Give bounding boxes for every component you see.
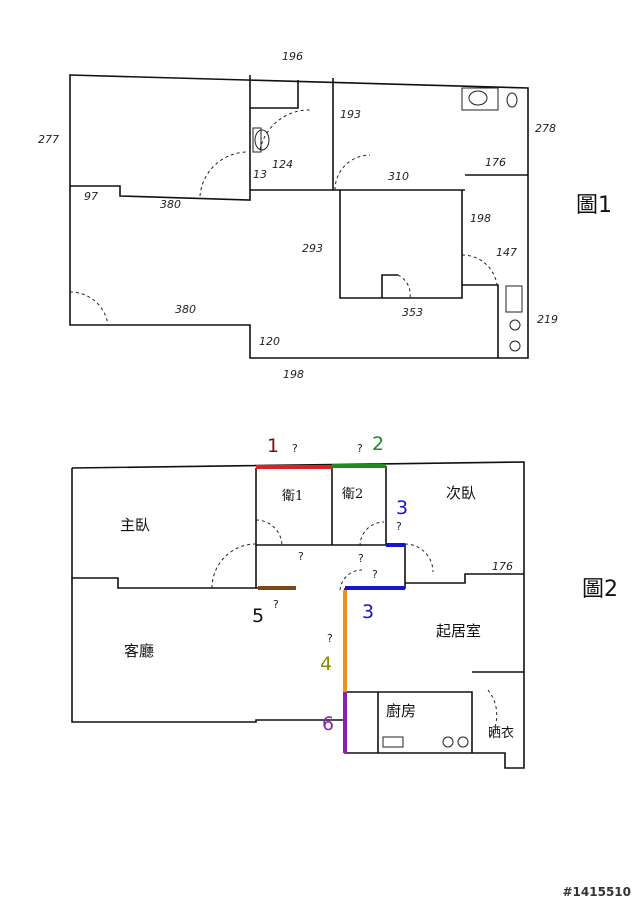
dim-bath-inner: 193: [340, 108, 361, 121]
fig1-door-6: [397, 274, 411, 299]
unknown-mark-7: ?: [273, 598, 279, 611]
marker-label-2: 2: [372, 433, 384, 455]
dim-fig2-right-top: 176: [492, 560, 513, 573]
unknown-mark-3: ?: [396, 520, 402, 533]
unknown-mark-2: ?: [357, 442, 363, 455]
fig2-door-second: [404, 543, 434, 573]
fig1-stove-icon: [505, 285, 523, 352]
room-kitchen: 廚房: [386, 702, 416, 720]
dim-right-mid: 198: [470, 212, 491, 225]
fig1-door-5: [461, 254, 498, 286]
dim-center-height: 293: [302, 242, 323, 255]
unknown-mark-8: ?: [327, 632, 333, 645]
fig2-door-laundry: [487, 689, 498, 741]
room-second-bedroom: 次臥: [446, 484, 476, 502]
fig2-door-bath2: [359, 521, 385, 547]
dim-bottom: 380: [175, 303, 196, 316]
figure-1: 196 277 278 193 13 124 380 97 310 293 35…: [38, 50, 612, 381]
dim-right-bottom: 219: [537, 313, 558, 326]
dim-left: 277: [38, 133, 59, 146]
dim-top-bath: 196: [282, 50, 303, 63]
dim-small-height: 120: [259, 335, 280, 348]
fig2-sink-icon: [382, 736, 404, 748]
fig1-bath-walls: [249, 75, 528, 298]
figure-2: 1 2 3 3 4 5 6 ? ? ? ? ? ? ? ? 主臥 衛1 衛2 次…: [71, 433, 618, 769]
fig1-door-2: [259, 109, 311, 151]
fig2-door-bath1: [255, 519, 283, 547]
dim-bottom-right: 198: [283, 368, 304, 381]
dim-center-bottom: 353: [402, 306, 423, 319]
fig2-door-master: [211, 543, 257, 589]
fig1-door-4: [69, 291, 109, 326]
room-bath-1: 衛1: [282, 489, 303, 504]
marker-label-4: 4: [320, 653, 332, 675]
marker-label-3a: 3: [396, 497, 408, 519]
fig1-toilet-icon: [252, 127, 270, 153]
room-bath-2: 衛2: [342, 487, 363, 502]
fig1-door-1: [199, 151, 249, 197]
unknown-mark-5: ?: [358, 552, 364, 565]
fig1-toilet-icon-2: [461, 87, 518, 111]
marker-label-1: 1: [267, 435, 279, 457]
room-living-room: 客廳: [124, 642, 154, 660]
dim-right-top: 176: [485, 156, 506, 169]
dim-right-lower: 147: [496, 246, 517, 259]
marker-label-5: 5: [252, 605, 264, 627]
marker-label-6: 6: [322, 713, 334, 735]
room-family-room: 起居室: [436, 622, 481, 640]
room-master-bedroom: 主臥: [120, 516, 150, 534]
dim-bath-small: 13: [253, 168, 267, 181]
unknown-mark-6: ?: [372, 568, 378, 581]
dim-right: 278: [535, 122, 556, 135]
unknown-mark-1: ?: [292, 442, 298, 455]
dim-center-top: 310: [388, 170, 409, 183]
dim-lr-top: 380: [160, 198, 181, 211]
unknown-mark-4: ?: [298, 550, 304, 563]
fig2-outer-wall: [71, 461, 525, 769]
fig1-outer-wall: [69, 74, 529, 359]
room-laundry: 晒衣: [488, 725, 514, 741]
dim-lr-notch: 97: [84, 190, 98, 203]
fig2-stove-icon: [442, 736, 469, 748]
marker-label-3b: 3: [362, 601, 374, 623]
dim-bath-width: 124: [272, 158, 293, 171]
figure-2-caption: 圖2: [582, 577, 618, 602]
watermark: #1415510: [562, 885, 631, 899]
fig1-door-3: [334, 154, 371, 191]
figure-1-caption: 圖1: [576, 193, 612, 218]
fig1-lower-wall: [69, 186, 498, 359]
